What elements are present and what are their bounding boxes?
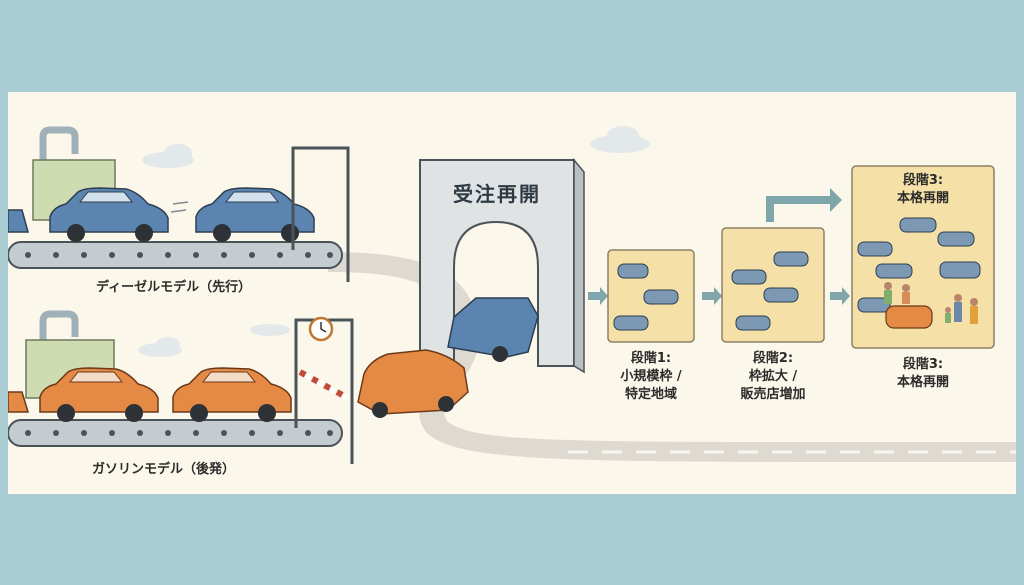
stage3-cars [857,217,981,313]
gate-title: 受注再開 [453,182,541,206]
diesel-car [8,187,169,242]
stage2-cars [731,251,809,331]
stage3-caption: 段階3: 本格再開 [858,356,988,392]
conveyor-belt [8,419,343,447]
stage2-caption-line2: 枠拡大 / [748,369,798,384]
stage1-caption-line2: 小規模枠 / [620,369,682,384]
road [328,252,1016,463]
diesel-car [195,187,315,242]
stage1-caption-line1: 段階1: [630,351,672,366]
conveyor-belt [8,241,343,269]
illustration-panel: ディーゼルモデル（先行） ガソリンモデル（後発） 受注再開 段階3: 本格再開 … [8,92,1016,494]
diesel-row-label: ディーゼルモデル（先行） [96,280,252,295]
diesel-line [8,126,350,282]
gate-car [447,297,539,362]
gasoline-row-label: ガソリンモデル（後発） [92,462,236,477]
gasoline-car [8,367,159,422]
stage1-caption: 段階1: 小規模枠 / 特定地域 [602,350,700,404]
stage1-cars [613,263,679,331]
arrow-right-icon [588,188,850,305]
stage3-box-title-line1: 段階3: [902,173,944,188]
stage2-caption-line1: 段階2: [752,351,794,366]
cloud-icon [138,126,650,357]
stage3-orange-car [885,305,933,329]
gate-frame [291,146,350,282]
illustration-svg [8,126,1016,464]
gasoline-car [172,367,292,422]
clock-icon [308,316,334,342]
stage2-caption: 段階2: 枠拡大 / 販売店増加 [720,350,826,404]
stage3-caption-line2: 本格再開 [896,375,949,390]
gasoline-line [8,310,354,464]
barrier [298,369,350,401]
stage1-caption-line3: 特定地域 [624,387,677,402]
reopen-gate [419,157,585,374]
stage2-caption-line3: 販売店増加 [740,387,806,402]
stage3-caption-line1: 段階3: [902,357,944,372]
gate-car [357,349,469,418]
stage3-box-title-line2: 本格再開 [896,191,949,206]
people-icon [884,282,978,324]
stage3-box-title: 段階3: 本格再開 [852,172,994,208]
